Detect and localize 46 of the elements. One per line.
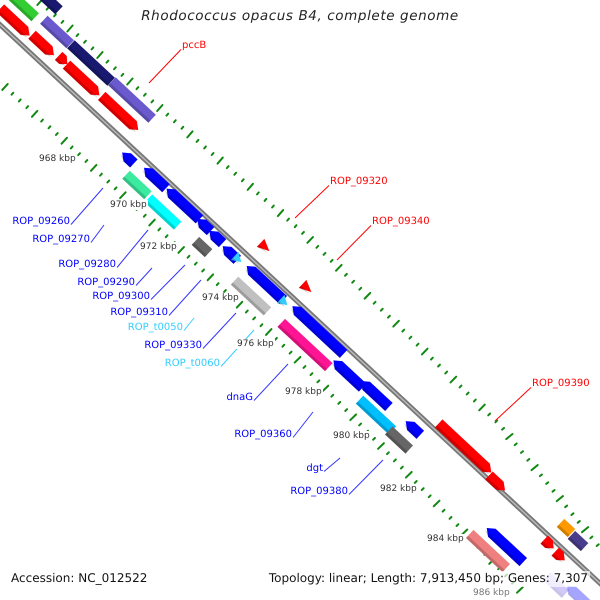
gene-label: ROP_09280 [58, 259, 116, 270]
scale-label: 982 kbp [379, 484, 418, 494]
gene-label: ROP_09300 [92, 291, 150, 302]
gene-label: ROP_09260 [12, 216, 70, 228]
leader-line [150, 264, 186, 300]
leader-line [324, 458, 340, 472]
gene-label: dnaG [226, 392, 253, 404]
gene-label: ROP_t0050 [128, 322, 183, 334]
leader-line [90, 224, 104, 243]
gene-label: ROP_09340 [372, 216, 430, 228]
scale-label: 972 kbp [139, 242, 178, 252]
scale-label: 968 kbp [38, 154, 77, 164]
scale-label: 974 kbp [201, 293, 240, 304]
gene-label: ROP_09270 [32, 234, 90, 246]
leader-line [202, 312, 236, 349]
leader-line [294, 185, 330, 218]
gene-label: ROP_09290 [77, 277, 135, 288]
gene-label: dgt [306, 463, 323, 474]
scale-label: 976 kbp [236, 339, 275, 350]
leader-line [348, 460, 384, 495]
scale-label: 970 kbp [109, 200, 148, 210]
accession-text: Accession: NC_012522 [9, 571, 150, 587]
gene-label: pccB [182, 40, 206, 52]
gene-label: ROP_09330 [144, 340, 202, 352]
gene-label: ROP_t0060 [164, 358, 220, 370]
leader-line [168, 280, 202, 316]
scale-label: 978 kbp [284, 387, 323, 398]
leader-line [254, 364, 288, 401]
scale-label: 980 kbp [332, 431, 371, 442]
leader-line [136, 268, 152, 286]
leader-line [184, 318, 194, 331]
gene-label: ROP_09310 [110, 307, 168, 318]
leader-line [494, 387, 532, 422]
leader-line [116, 230, 148, 268]
leader-line [148, 49, 182, 84]
scale-label: 986 kbp [472, 588, 511, 598]
scale-label: 984 kbp [426, 534, 465, 544]
leader-line [292, 412, 314, 438]
leader-line [336, 225, 372, 260]
gene-label: ROP_09320 [330, 176, 388, 188]
genome-info-text: Topology: linear; Length: 7,913,450 bp; Genes: 7,307 [266, 571, 590, 587]
leader-line [70, 188, 104, 225]
title: Rhodococcus opacus B4, complete genome [140, 9, 460, 25]
gene-label: ROP_09360 [234, 429, 292, 440]
gene-label: ROP_09380 [290, 486, 348, 498]
gene-label: ROP_09390 [532, 378, 590, 390]
